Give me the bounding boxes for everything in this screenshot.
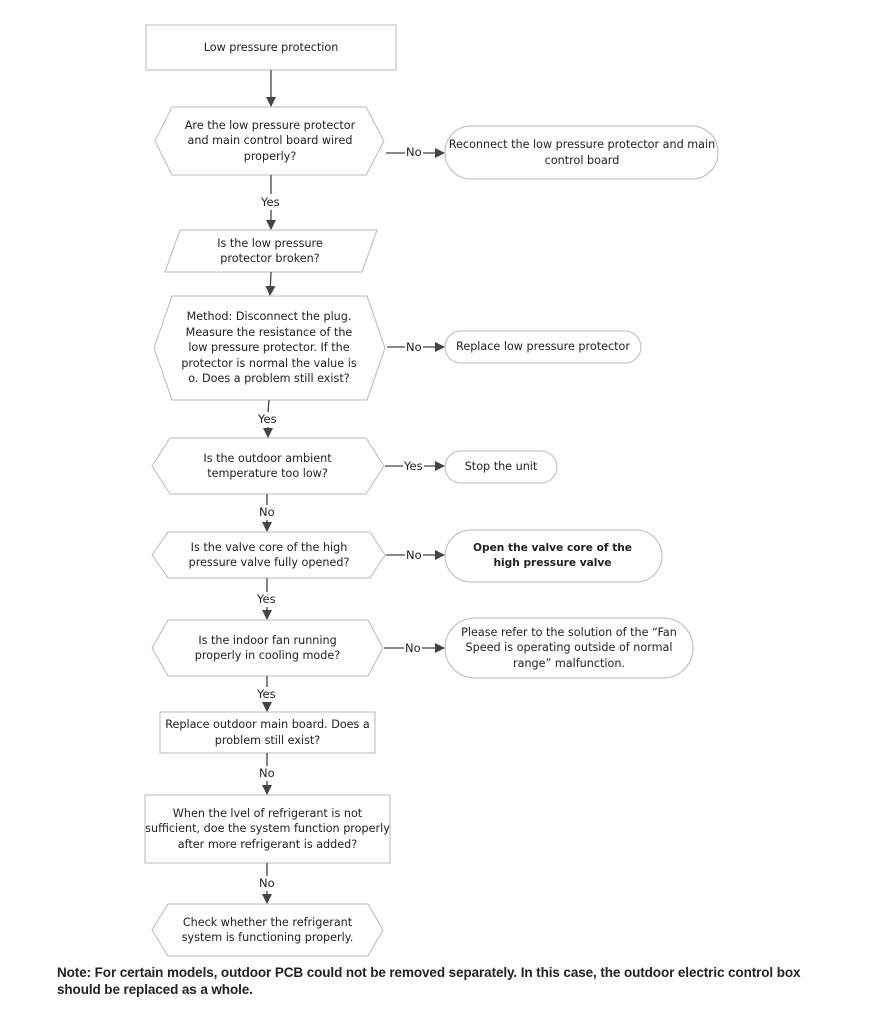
- q7-no-label: No: [258, 766, 276, 780]
- q2-parallelogram: [164, 229, 378, 273]
- a3-text: Replace low pressure protector: [456, 340, 630, 354]
- connector-q2-q3: [265, 271, 276, 296]
- q3-hexagon: [153, 295, 386, 401]
- q3-text: Method: Disconnect the plug. Measure the…: [181, 310, 357, 386]
- a4-terminal: [444, 450, 558, 484]
- q1-yes-label: Yes: [260, 195, 281, 209]
- a5-terminal: [444, 529, 663, 583]
- q7-box: [159, 711, 376, 754]
- start-box: [145, 24, 397, 71]
- q6-no-label: No: [404, 641, 422, 655]
- q8-text: When the lvel of refrigerant is not suff…: [145, 806, 390, 851]
- start-text: Low pressure protection: [203, 40, 339, 54]
- end-hexagon: [151, 903, 384, 957]
- q5-no-label: No: [405, 548, 423, 562]
- q4-yes-label: Yes: [403, 459, 424, 473]
- a6-terminal: [444, 617, 694, 679]
- q1-text: Are the low pressure protector and main …: [184, 118, 356, 163]
- q6-hexagon: [151, 619, 384, 677]
- q5-text: Is the valve core of the high pressure v…: [188, 540, 350, 570]
- q3-yes-label: Yes: [257, 412, 278, 426]
- q4-text: Is the outdoor ambient temperature too l…: [203, 451, 332, 481]
- footnote: Note: For certain models, outdoor PCB co…: [57, 965, 801, 997]
- q5-hexagon: [151, 531, 386, 579]
- q3-no-label: No: [405, 340, 423, 354]
- q2-text: Is the low pressure protector broken?: [217, 236, 323, 266]
- a3-terminal: [444, 330, 642, 364]
- q1-hexagon: [154, 106, 385, 176]
- q1-no-label: No: [405, 145, 423, 159]
- q6-text: Is the indoor fan running properly in co…: [194, 633, 341, 663]
- end-text: Check whether the refrigerant system is …: [181, 915, 354, 945]
- q7-text: Replace outdoor main board. Does a probl…: [165, 718, 370, 747]
- q8-box: [144, 794, 391, 864]
- q4-no-label: No: [258, 505, 276, 519]
- a1-text: Reconnect the low pressure protector and…: [448, 138, 716, 167]
- a1-terminal: [444, 125, 719, 180]
- q4-hexagon: [151, 437, 385, 495]
- q5-yes-label: Yes: [256, 592, 277, 606]
- connector-q3-q4-top: [267, 399, 270, 413]
- q6-yes-label: Yes: [256, 687, 277, 701]
- q8-no-label: No: [258, 876, 276, 890]
- a5-text: Open the valve core of the high pressure…: [473, 541, 632, 570]
- a4-text: Stop the unit: [464, 460, 538, 474]
- a6-text: Please refer to the solution of the “Fan…: [461, 625, 677, 670]
